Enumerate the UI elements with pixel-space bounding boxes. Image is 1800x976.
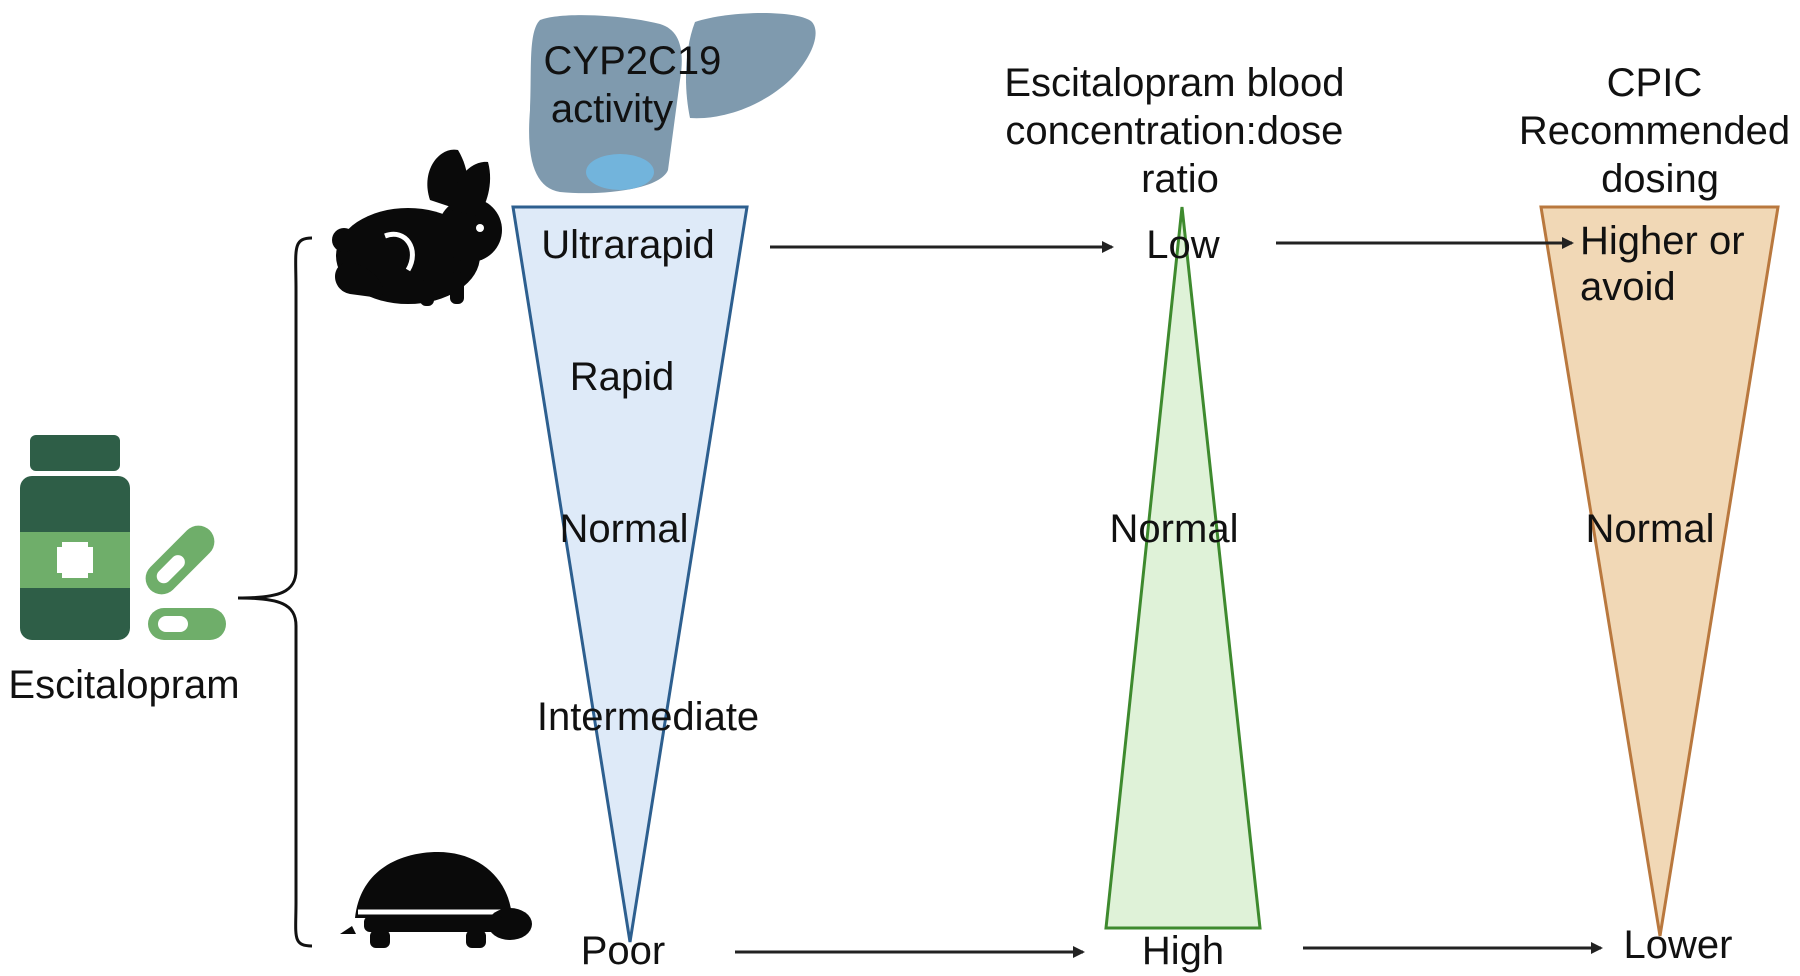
curly-brace xyxy=(237,236,313,948)
dosing-level-normal: Normal xyxy=(1586,507,1715,551)
dosing-header-line-1: CPIC xyxy=(1607,61,1703,105)
concentration-level-normal: Normal xyxy=(1110,507,1239,551)
concentration-header: Escitalopram blood concentration:dose ra… xyxy=(1004,61,1355,201)
dosing-level-lower: Lower xyxy=(1624,923,1733,967)
dosing-level-higher-line-2: avoid xyxy=(1580,265,1676,309)
dosing-header-line-2: Recommended xyxy=(1519,109,1790,153)
activity-header-line-1: CYP2C19 xyxy=(544,39,722,83)
dosing-header-line-3: dosing xyxy=(1601,157,1719,201)
medicine-bottle-icon xyxy=(20,435,130,640)
activity-level-intermediate: Intermediate xyxy=(537,695,759,739)
activity-triangle xyxy=(511,205,749,943)
activity-header-line-2: activity xyxy=(551,87,673,131)
concentration-header-line-1: Escitalopram blood xyxy=(1004,61,1344,105)
concentration-triangle xyxy=(1104,206,1262,930)
activity-level-poor: Poor xyxy=(581,929,666,973)
activity-level-ultrarapid: Ultrarapid xyxy=(541,223,714,267)
turtle-icon xyxy=(340,852,532,948)
rabbit-icon xyxy=(332,149,502,306)
activity-level-rapid: Rapid xyxy=(570,355,675,399)
dosing-header: CPIC Recommended dosing xyxy=(1519,61,1800,201)
drug-label: Escitalopram xyxy=(8,663,239,707)
concentration-header-line-3: ratio xyxy=(1141,157,1219,201)
concentration-level-high: High xyxy=(1142,929,1224,973)
concentration-header-line-2: concentration:dose xyxy=(1005,109,1343,153)
activity-level-normal: Normal xyxy=(560,507,689,551)
dosing-level-higher-line-1: Higher or xyxy=(1580,219,1745,263)
capsule-icon xyxy=(145,525,226,640)
activity-header: CYP2C19 activity xyxy=(544,39,733,131)
concentration-level-low: Low xyxy=(1146,223,1219,267)
liver-icon xyxy=(529,13,816,194)
dosing-triangle xyxy=(1539,205,1780,937)
